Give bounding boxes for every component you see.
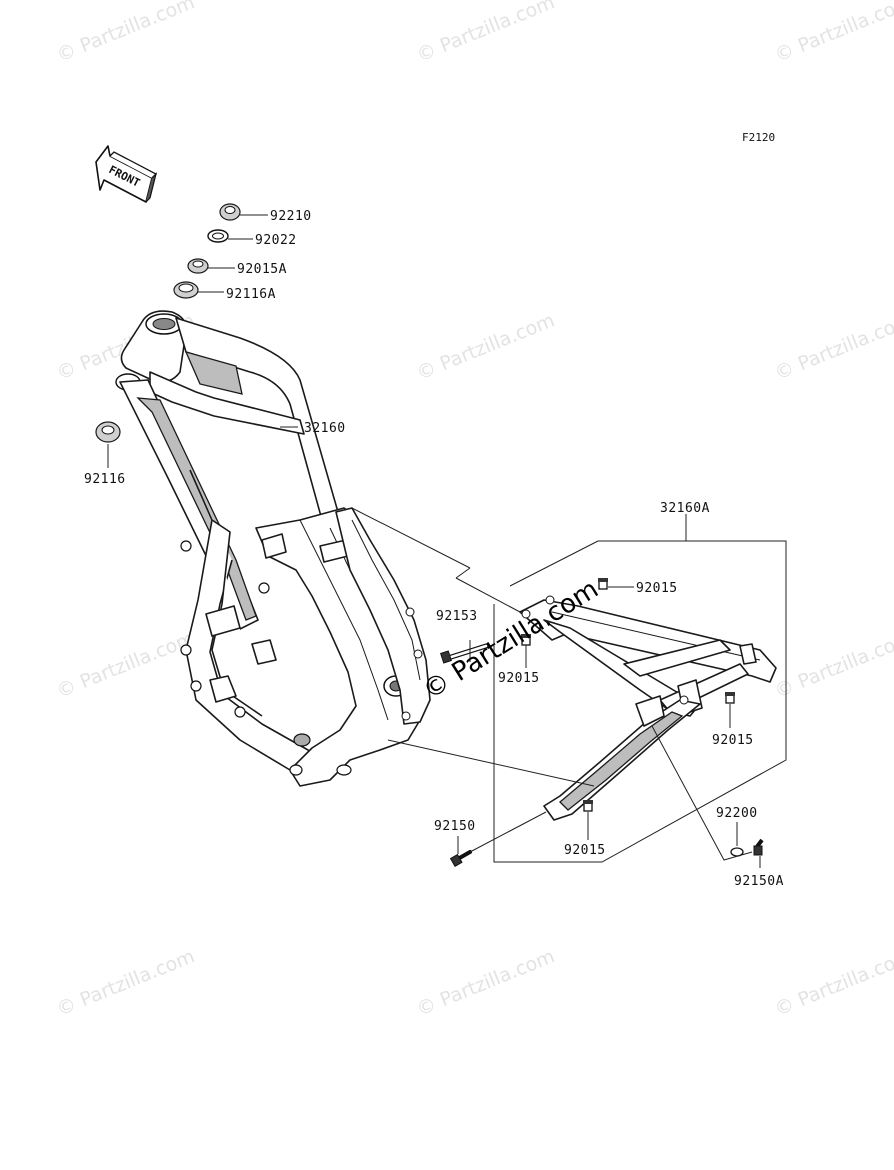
callout-92150: 92150 bbox=[434, 819, 476, 834]
callout-92200: 92200 bbox=[716, 806, 758, 821]
fasteners bbox=[440, 578, 764, 868]
leader-lines bbox=[107, 214, 787, 868]
callout-92150A: 92150A bbox=[734, 874, 784, 889]
bolt-92015-icon bbox=[598, 578, 608, 590]
callout-92015: 92015 bbox=[498, 671, 540, 686]
callout-32160A: 32160A bbox=[660, 501, 710, 516]
watermark-layer: © Partzilla.com © Partzilla.com © Partzi… bbox=[54, 0, 894, 1021]
callout-92116A: 92116A bbox=[226, 287, 276, 302]
watermark: © Partzilla.com bbox=[54, 0, 198, 67]
watermark: © Partzilla.com bbox=[772, 309, 894, 384]
callout-92116: 92116 bbox=[84, 472, 126, 487]
watermark: © Partzilla.com bbox=[414, 0, 558, 67]
callout-92015: 92015 bbox=[712, 733, 754, 748]
main-frame-32160 bbox=[115, 310, 431, 787]
front-arrow-icon: FRONT bbox=[95, 145, 158, 203]
watermark: © Partzilla.com bbox=[54, 945, 198, 1020]
callout-92015: 92015 bbox=[636, 581, 678, 596]
callout-32160: 32160 bbox=[304, 421, 346, 436]
callout-92210: 92210 bbox=[270, 209, 312, 224]
watermark: © Partzilla.com bbox=[54, 627, 198, 702]
callout-92015A: 92015A bbox=[237, 262, 287, 277]
watermark: © Partzilla.com bbox=[772, 627, 894, 702]
bolt-92153-icon bbox=[440, 643, 489, 664]
steering-hardware bbox=[95, 203, 241, 443]
watermark: © Partzilla.com bbox=[414, 309, 558, 384]
bolt-92015-icon bbox=[725, 692, 735, 704]
callout-92153: 92153 bbox=[436, 609, 478, 624]
watermark: © Partzilla.com bbox=[414, 945, 558, 1020]
watermark: © Partzilla.com bbox=[772, 945, 894, 1020]
bolt-92150-icon bbox=[449, 850, 472, 868]
bolt-92150A-icon bbox=[753, 838, 764, 856]
diagram-code: F2120 bbox=[742, 131, 775, 144]
bolt-92015-icon bbox=[583, 800, 593, 812]
callout-92015: 92015 bbox=[564, 843, 606, 858]
callout-92022: 92022 bbox=[255, 233, 297, 248]
watermark: © Partzilla.com bbox=[772, 0, 894, 67]
callout-labels: 92210 92022 92015A 92116A 32160 92116 32… bbox=[84, 209, 784, 889]
